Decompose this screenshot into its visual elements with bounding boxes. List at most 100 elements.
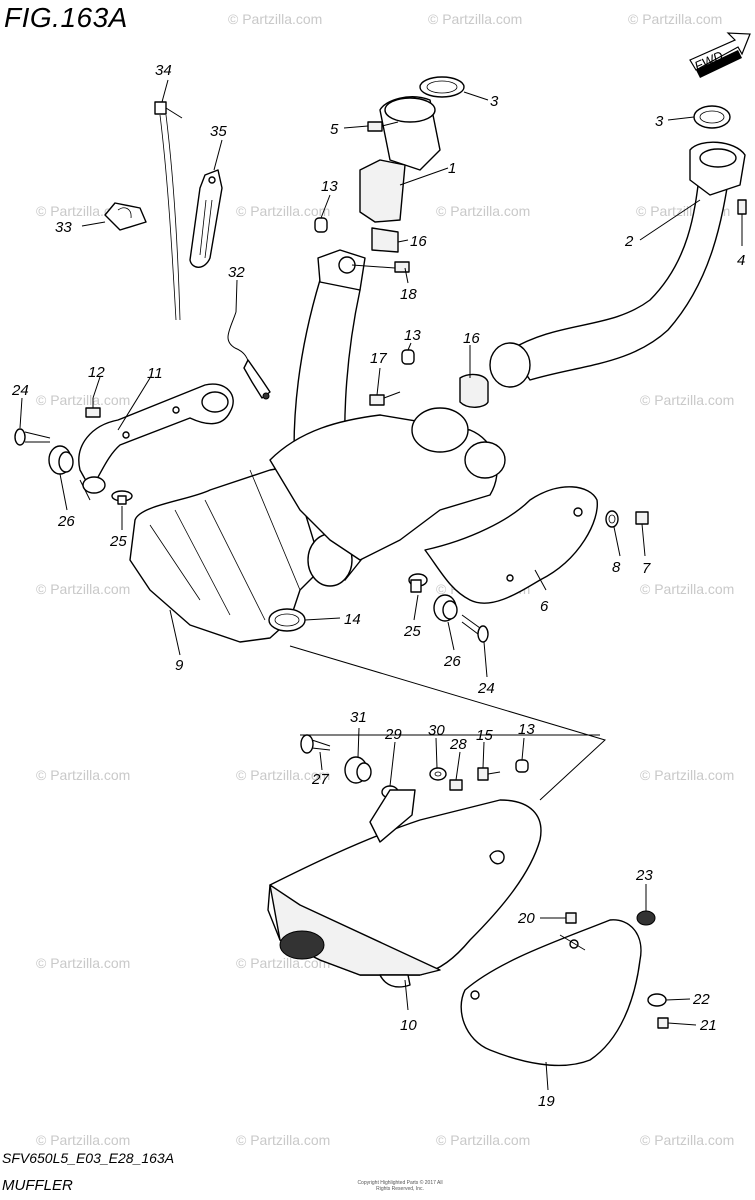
fwd-arrow-icon: FWD <box>689 32 751 78</box>
watermark: © Partzilla.com <box>640 767 734 783</box>
sensor-part-32 <box>227 311 271 400</box>
callout-29: 29 <box>384 726 402 743</box>
nut-part-28 <box>449 779 463 791</box>
exhaust-pipe-part-2 <box>489 141 746 388</box>
watermark: © Partzilla.com <box>228 11 322 27</box>
callout-6: 6 <box>540 598 549 615</box>
washer-part-30 <box>429 767 447 781</box>
callout-24: 24 <box>11 382 29 399</box>
callout-4: 4 <box>737 252 745 269</box>
sleeve-part-16 <box>371 227 399 253</box>
callout-11: 11 <box>147 365 163 382</box>
heat-cover-part-6 <box>424 486 598 604</box>
watermark: © Partzilla.com <box>640 392 734 408</box>
clamp-part-33 <box>104 202 147 231</box>
callout-8: 8 <box>612 559 621 576</box>
muffler-part-10 <box>267 789 542 988</box>
callout-13: 13 <box>404 327 421 344</box>
bolt-part-4 <box>737 199 747 224</box>
watermark: © Partzilla.com <box>36 767 130 783</box>
washer-part-8 <box>605 510 619 528</box>
muffler-chamber-part-9 <box>129 459 331 643</box>
callout-22: 22 <box>692 991 710 1008</box>
leader-lines <box>79 479 606 801</box>
callout-26: 26 <box>57 513 75 530</box>
cable-tie-part-34 <box>154 101 183 321</box>
watermark: © Partzilla.com <box>36 581 130 597</box>
bracket-part-35 <box>189 169 223 268</box>
callout-32: 32 <box>228 264 245 281</box>
callout-31: 31 <box>350 709 367 726</box>
bolt-part-17 <box>369 391 401 406</box>
callout-17: 17 <box>370 350 387 367</box>
bolt-part-20 <box>565 912 577 924</box>
bushing-part-31 <box>344 756 372 784</box>
copyright-note: Copyright Highlighted Parts © 2017 All R… <box>357 1180 443 1192</box>
callout-27: 27 <box>311 771 329 788</box>
bolt-part-27 <box>300 734 331 754</box>
watermark: © Partzilla.com <box>436 203 530 219</box>
callout-3: 3 <box>490 93 499 110</box>
cover-part-19 <box>460 919 642 1067</box>
watermark: © Partzilla.com <box>428 11 522 27</box>
callout-26: 26 <box>443 653 461 670</box>
callout-7: 7 <box>642 560 651 577</box>
callout-13: 13 <box>321 178 338 195</box>
gasket-part-3b <box>693 105 731 129</box>
watermark: © Partzilla.com <box>236 767 330 783</box>
callout-2: 2 <box>624 233 634 250</box>
callout-15: 15 <box>476 727 493 744</box>
bushing-part-26 <box>48 445 74 475</box>
collar-part-25 <box>111 490 133 505</box>
watermark: © Partzilla.com <box>640 581 734 597</box>
callout-35: 35 <box>210 123 227 140</box>
watermark: © Partzilla.com <box>236 203 330 219</box>
callout-33: 33 <box>55 219 72 236</box>
bolt-part-18 <box>338 256 410 274</box>
bolt-part-21 <box>657 1017 669 1029</box>
collector-pipe <box>269 407 506 561</box>
sleeve-part-16b <box>459 373 489 408</box>
callout-9: 9 <box>175 657 184 674</box>
bolt-part-7 <box>635 511 649 525</box>
callout-3: 3 <box>655 113 664 130</box>
figure-title: FIG.163A <box>4 2 128 33</box>
callout-20: 20 <box>517 910 535 927</box>
bracket-part-11 <box>78 383 234 494</box>
bolt-part-12 <box>85 398 101 418</box>
callout-24: 24 <box>477 680 495 697</box>
watermark: © Partzilla.com <box>236 1132 330 1148</box>
diagram-caption: MUFFLER <box>2 1177 73 1194</box>
bolt-part-24b <box>461 614 489 643</box>
callout-34: 34 <box>155 62 172 79</box>
gasket-part-14 <box>268 608 306 632</box>
grommet-part-23 <box>636 910 656 926</box>
clamp-part-13c <box>515 759 529 773</box>
watermark: © Partzilla.com <box>628 11 722 27</box>
callout-16: 16 <box>410 233 427 250</box>
watermark: © Partzilla.com <box>640 1132 734 1148</box>
callout-23: 23 <box>635 867 653 884</box>
callout-30: 30 <box>428 722 445 739</box>
watermark: © Partzilla.com <box>36 392 130 408</box>
grommet-part-22 <box>647 993 667 1007</box>
callout-16: 16 <box>463 330 480 347</box>
watermark: © Partzilla.com <box>36 1132 130 1148</box>
callout-10: 10 <box>400 1017 417 1034</box>
callout-19: 19 <box>538 1093 555 1110</box>
callout-28: 28 <box>449 736 467 753</box>
callout-13: 13 <box>518 721 535 738</box>
diagram-code: SFV650L5_E03_E28_163A <box>2 1150 175 1166</box>
collar-part-25b <box>408 573 428 593</box>
callout-5: 5 <box>330 121 339 138</box>
callout-1: 1 <box>448 160 456 177</box>
callout-labels: 1 2 3 3 4 5 6 7 8 9 10 11 12 13 13 13 14… <box>11 62 745 1110</box>
gasket-part-3 <box>419 76 465 98</box>
bolt-part-24 <box>14 428 51 446</box>
callout-25: 25 <box>403 623 421 640</box>
callout-25: 25 <box>109 533 127 550</box>
watermark: © Partzilla.com <box>436 1132 530 1148</box>
bolt-part-15 <box>477 767 501 781</box>
